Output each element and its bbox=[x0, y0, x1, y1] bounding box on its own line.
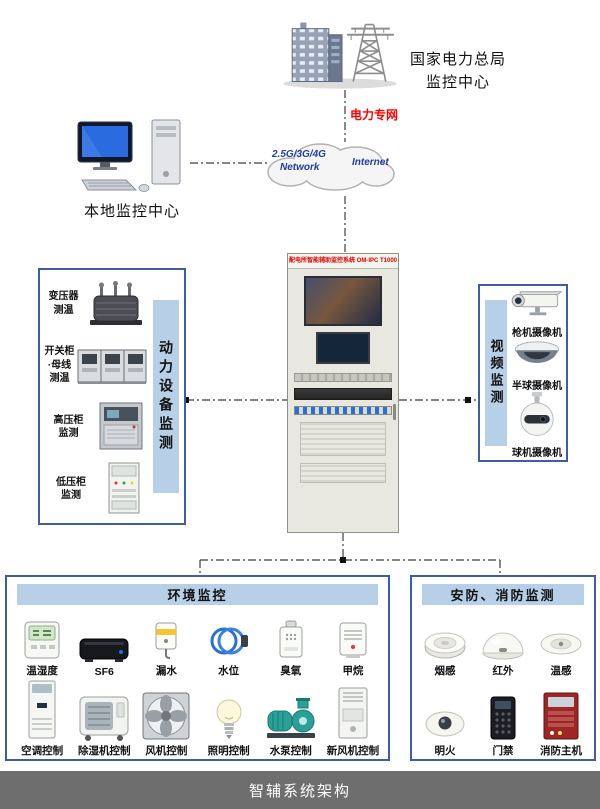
transformer-icon bbox=[84, 280, 148, 328]
local-computer-illustration bbox=[76, 118, 188, 196]
power-panel-title: 动力设备监测 bbox=[158, 339, 174, 454]
power-item-hv-cabinet: 高压柜 监测 bbox=[43, 397, 148, 459]
env-item-lighting: 照明控制 bbox=[198, 681, 260, 761]
video-item-gun-camera: 枪机摄像机 bbox=[510, 288, 564, 339]
security-item-fire-host: 消防主机 bbox=[532, 681, 590, 761]
local-center-title: 本地监控中心 bbox=[83, 203, 180, 220]
light-bulb-icon bbox=[214, 697, 244, 741]
cabinet-server-module bbox=[294, 388, 392, 400]
methane-sensor-icon bbox=[334, 619, 372, 661]
dehumidifier-icon bbox=[76, 693, 132, 741]
hq-title-line2: 监控中心 bbox=[425, 74, 490, 92]
cabinet-small-screen bbox=[316, 332, 370, 364]
env-item-fresh-air-unit: 新风机控制 bbox=[322, 681, 384, 761]
power-item-label: 开关柜·母线 测温 bbox=[44, 346, 75, 385]
env-item-methane: 甲烷 bbox=[322, 609, 384, 681]
air-conditioner-icon bbox=[26, 679, 58, 741]
cabinet-header-text: 配电所智能辅助监控系统 OM-IPC T1000 bbox=[288, 254, 398, 269]
video-monitoring-panel: 视频监测 枪机摄像机 bbox=[478, 284, 568, 462]
environment-monitoring-panel: 环境监控 温湿度 bbox=[5, 575, 390, 761]
env-item-air-conditioner: 空调控制 bbox=[11, 679, 73, 761]
water-level-sensor-icon bbox=[208, 621, 250, 661]
infrared-detector-icon bbox=[480, 627, 526, 661]
security-item-infrared: 红外 bbox=[474, 609, 532, 681]
env-panel-title: 环境监控 bbox=[17, 584, 378, 605]
env-item-water-level: 水位 bbox=[198, 609, 260, 681]
hq-title: 国家电力总局 监控中心 bbox=[400, 48, 516, 95]
security-fire-panel: 安防、消防监测 烟感 bbox=[410, 575, 596, 761]
lv-cabinet-icon bbox=[99, 461, 148, 517]
cabinet-vent-lower bbox=[300, 463, 386, 483]
fire-alarm-host-icon bbox=[540, 691, 582, 741]
video-item-label: 球机摄像机 bbox=[512, 448, 562, 459]
cloud-internet-label: Internet bbox=[352, 157, 389, 168]
network-cloud: 2.5G/3G/4G Network Internet bbox=[260, 134, 402, 198]
power-item-lv-cabinet: 低压柜 监测 bbox=[43, 458, 148, 520]
flame-detector-icon bbox=[423, 707, 467, 741]
cabinet-vent bbox=[300, 422, 386, 456]
footer-title: 智辅系统架构 bbox=[248, 782, 351, 800]
heat-detector-icon bbox=[538, 627, 584, 661]
power-item-transformer: 变压器 测温 bbox=[43, 273, 148, 335]
water-pump-icon bbox=[263, 697, 319, 741]
smoke-detector-icon bbox=[422, 627, 468, 661]
cloud-network-label-line2: Network bbox=[280, 162, 320, 173]
env-item-water-pump: 水泵控制 bbox=[260, 681, 322, 761]
dome-camera-icon bbox=[511, 339, 563, 376]
video-item-label: 半球摄像机 bbox=[512, 381, 562, 392]
video-item-dome-camera: 半球摄像机 bbox=[510, 339, 564, 392]
switchgear-icon bbox=[76, 346, 148, 386]
cloud-network-label-line1: 2.5G/3G/4G bbox=[272, 149, 326, 160]
env-item-sf6: SF6 bbox=[73, 609, 135, 681]
transmission-tower-icon bbox=[347, 23, 394, 82]
monitoring-cabinet: 配电所智能辅助监控系统 OM-IPC T1000 bbox=[287, 253, 399, 533]
cabinet-module bbox=[294, 373, 392, 382]
security-panel-title: 安防、消防监测 bbox=[422, 584, 584, 605]
gun-camera-icon bbox=[507, 288, 567, 323]
power-item-label: 低压柜 监测 bbox=[56, 476, 86, 502]
cabinet-patch-panel bbox=[294, 406, 392, 415]
hq-building-illustration bbox=[280, 10, 400, 90]
security-item-smoke: 烟感 bbox=[416, 609, 474, 681]
access-control-icon bbox=[487, 695, 519, 741]
power-item-label: 高压柜 监测 bbox=[53, 414, 84, 440]
hq-title-line1: 国家电力总局 bbox=[409, 51, 506, 68]
security-item-heat: 温感 bbox=[532, 609, 590, 681]
env-item-ozone: 臭氧 bbox=[260, 609, 322, 681]
power-network-label: 电力专网 bbox=[350, 108, 399, 122]
ptz-camera-icon bbox=[517, 392, 557, 443]
sf6-sensor-icon bbox=[77, 634, 131, 664]
power-item-switchgear: 开关柜·母线 测温 bbox=[43, 335, 148, 397]
env-item-dehumidifier: 除湿机控制 bbox=[73, 681, 135, 761]
video-panel-title-strip: 视频监测 bbox=[485, 300, 507, 446]
power-item-label: 变压器 测温 bbox=[48, 291, 79, 316]
fan-icon bbox=[141, 691, 191, 741]
security-item-access-control: 门禁 bbox=[474, 681, 532, 761]
power-monitoring-panel: 动力设备监测 变压器 测温 bbox=[38, 268, 186, 525]
env-item-fan: 风机控制 bbox=[135, 681, 197, 761]
security-item-flame: 明火 bbox=[416, 681, 474, 761]
env-item-water-leak: 漏水 bbox=[135, 609, 197, 681]
video-item-ptz-camera: 球机摄像机 bbox=[510, 392, 564, 459]
video-item-label: 枪机摄像机 bbox=[512, 328, 562, 339]
env-item-thermo-hygrometer: 温湿度 bbox=[11, 609, 73, 681]
video-panel-title: 视频监测 bbox=[488, 339, 504, 407]
cabinet-main-screen bbox=[304, 276, 382, 326]
ozone-sensor-icon bbox=[274, 619, 308, 661]
power-panel-title-strip: 动力设备监测 bbox=[153, 300, 179, 493]
fresh-air-unit-icon bbox=[334, 685, 372, 741]
water-leak-sensor-icon bbox=[148, 619, 184, 661]
footer-title-bar: 智辅系统架构 bbox=[0, 771, 600, 809]
hv-cabinet-icon bbox=[94, 401, 148, 453]
cloud-icon bbox=[267, 143, 395, 191]
thermo-hygrometer-icon bbox=[21, 619, 63, 661]
cabinet-door-handle bbox=[393, 404, 396, 420]
